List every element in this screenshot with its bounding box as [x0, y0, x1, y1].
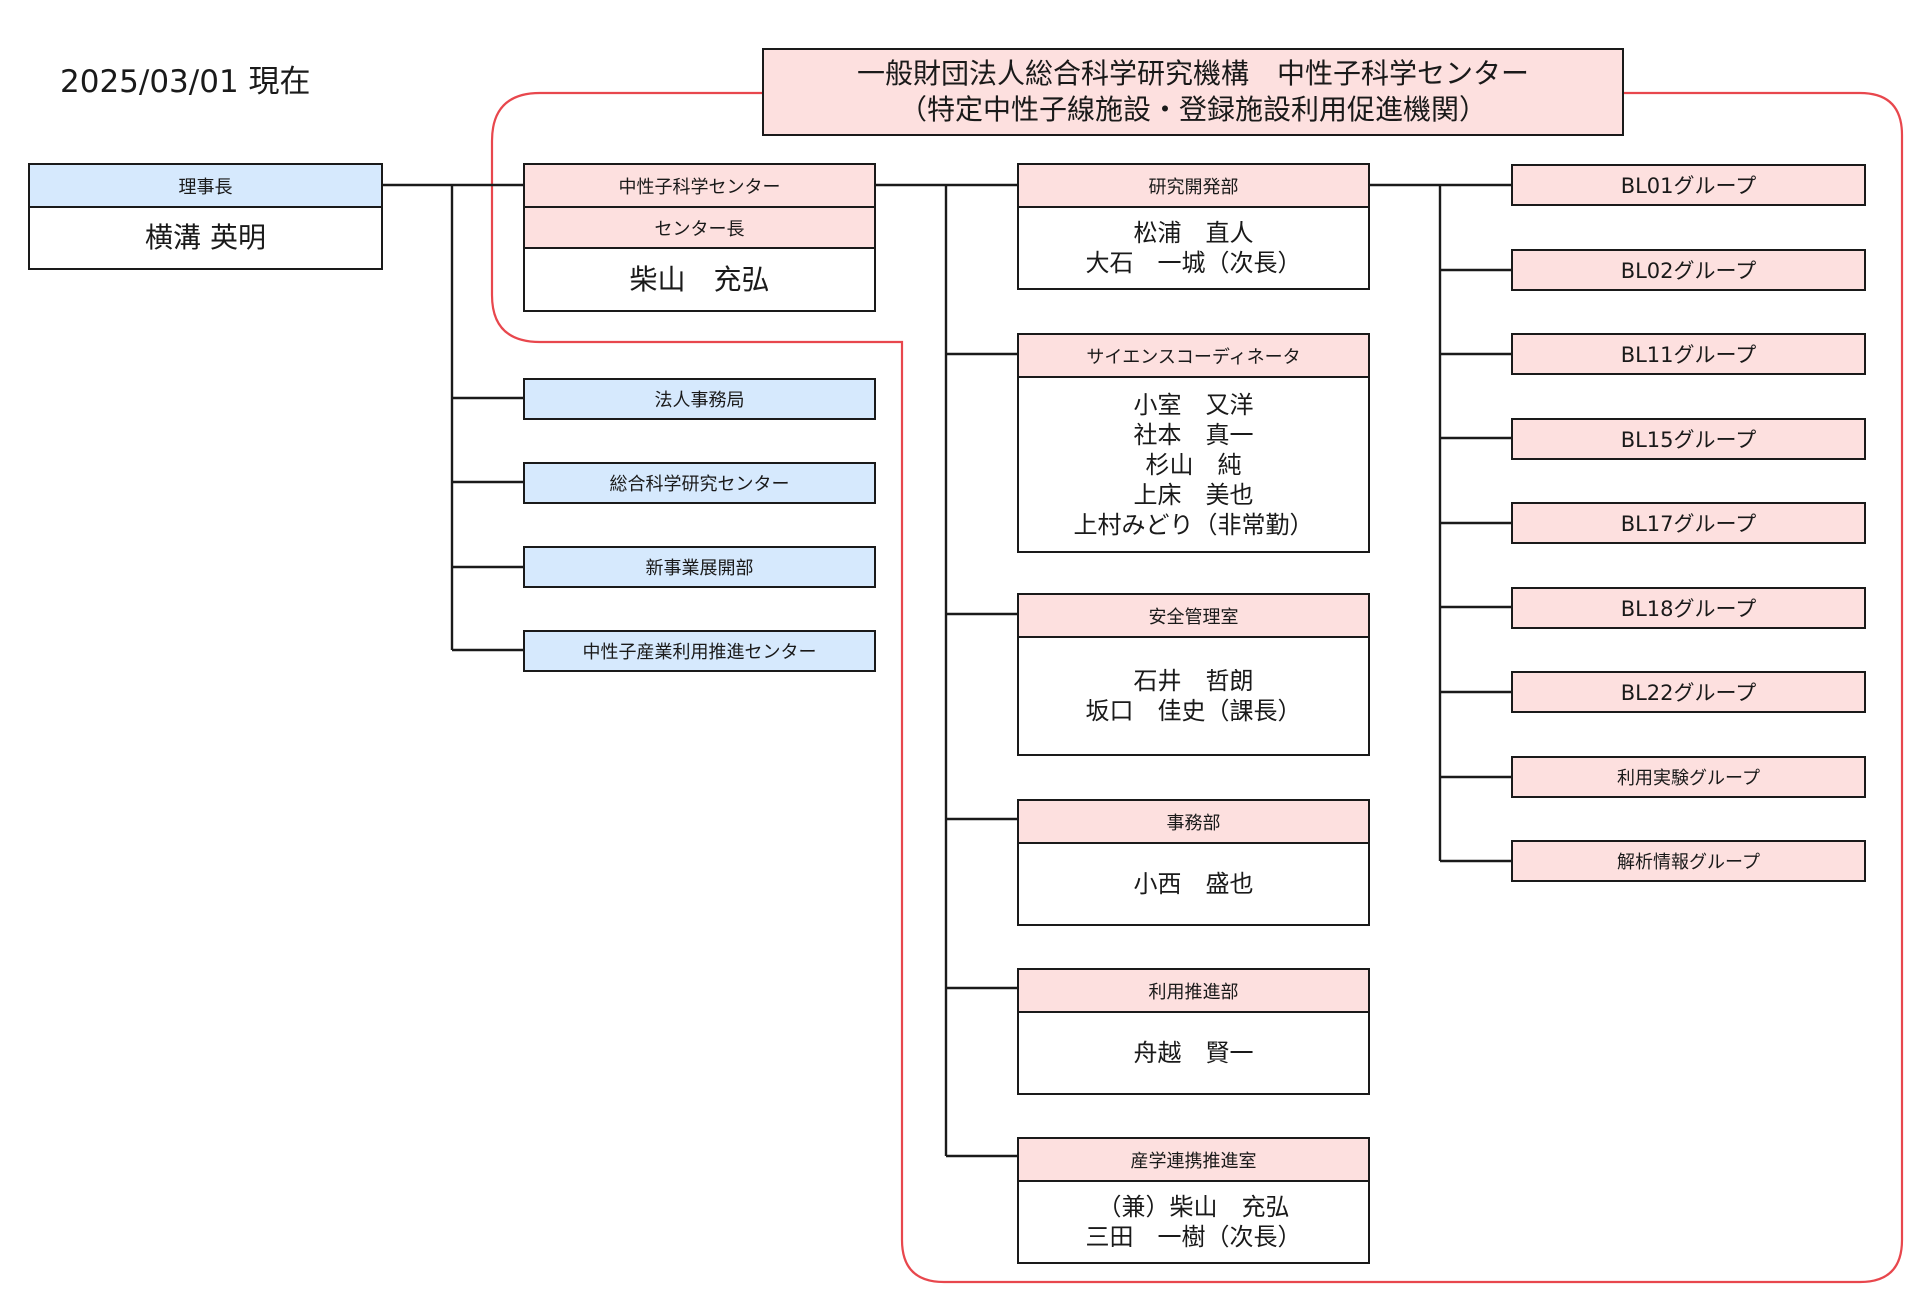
member-name: 坂口 佳史（課長）	[1085, 697, 1302, 725]
member-name: 松浦 直人	[1133, 219, 1254, 247]
group-box: 解析情報グループ	[1511, 840, 1866, 882]
group-box: BL01グループ	[1511, 164, 1866, 206]
center-director-name-text: 柴山 充弘	[629, 262, 770, 296]
group-label: BL02グループ	[1620, 259, 1757, 283]
department-members: 松浦 直人 大石 一城（次長）	[1019, 206, 1368, 288]
member-name: （兼）柴山 充弘	[1097, 1193, 1290, 1221]
department-members: 小室 又洋 社本 真一 杉山 純 上床 美也 上村みどり（非常勤）	[1019, 376, 1368, 551]
group-box: 利用実験グループ	[1511, 756, 1866, 798]
organization-title-line-2: （特定中性子線施設・登録施設利用促進機関）	[898, 93, 1487, 126]
group-box: BL22グループ	[1511, 671, 1866, 713]
group-box: BL11グループ	[1511, 333, 1866, 375]
group-label: BL15グループ	[1620, 428, 1757, 452]
group-label: BL01グループ	[1620, 174, 1757, 198]
member-name: 三田 一樹（次長）	[1085, 1223, 1302, 1251]
member-name: 小西 盛也	[1133, 870, 1254, 898]
group-label: BL17グループ	[1620, 512, 1757, 536]
member-name: 杉山 純	[1145, 450, 1242, 479]
chairman-name-text: 横溝 英明	[145, 221, 266, 254]
department-label: 研究開発部	[1019, 165, 1368, 206]
org-unit-label: 新事業展開部	[645, 558, 754, 579]
group-box: BL02グループ	[1511, 249, 1866, 291]
group-label: 解析情報グループ	[1617, 852, 1760, 873]
department-box: 事務部 小西 盛也	[1017, 799, 1370, 926]
group-box: BL18グループ	[1511, 587, 1866, 629]
org-unit-label: 法人事務局	[654, 390, 745, 411]
center-director-name: 柴山 充弘	[525, 247, 874, 310]
org-unit-box: 総合科学研究センター	[523, 462, 876, 504]
chairman-label: 理事長	[30, 165, 381, 206]
department-members: 小西 盛也	[1019, 842, 1368, 924]
member-name: 舟越 賢一	[1133, 1039, 1254, 1067]
center-director-role: センター長	[525, 206, 874, 247]
department-box: 研究開発部 松浦 直人 大石 一城（次長）	[1017, 163, 1370, 290]
department-box: 安全管理室 石井 哲朗 坂口 佳史（課長）	[1017, 593, 1370, 756]
member-name: 社本 真一	[1133, 420, 1254, 449]
group-box: BL15グループ	[1511, 418, 1866, 460]
connector-lines	[383, 183, 1511, 1158]
member-name: 上村みどり（非常勤）	[1073, 510, 1314, 539]
chairman-name: 横溝 英明	[30, 206, 381, 268]
department-box: サイエンスコーディネータ 小室 又洋 社本 真一 杉山 純 上床 美也 上村みど…	[1017, 333, 1370, 553]
center-label: 中性子科学センター	[525, 165, 874, 206]
department-label: 産学連携推進室	[1019, 1139, 1368, 1180]
org-unit-label: 総合科学研究センター	[609, 474, 790, 495]
department-label: 事務部	[1019, 801, 1368, 842]
department-label: 安全管理室	[1019, 595, 1368, 636]
department-label: 利用推進部	[1019, 970, 1368, 1011]
member-name: 大石 一城（次長）	[1085, 249, 1302, 277]
center-box: 中性子科学センター センター長 柴山 充弘	[523, 163, 876, 312]
department-box: 産学連携推進室 （兼）柴山 充弘 三田 一樹（次長）	[1017, 1137, 1370, 1264]
as-of-date: 2025/03/01 現在	[60, 64, 311, 100]
department-members: （兼）柴山 充弘 三田 一樹（次長）	[1019, 1180, 1368, 1262]
department-label: サイエンスコーディネータ	[1019, 335, 1368, 376]
group-box: BL17グループ	[1511, 502, 1866, 544]
department-box: 利用推進部 舟越 賢一	[1017, 968, 1370, 1095]
department-members: 石井 哲朗 坂口 佳史（課長）	[1019, 636, 1368, 754]
group-label: 利用実験グループ	[1617, 768, 1760, 789]
org-unit-box: 法人事務局	[523, 378, 876, 420]
organization-title: 一般財団法人総合科学研究機構 中性子科学センター （特定中性子線施設・登録施設利…	[762, 48, 1624, 136]
member-name: 小室 又洋	[1133, 390, 1254, 419]
department-members: 舟越 賢一	[1019, 1011, 1368, 1093]
group-label: BL11グループ	[1620, 343, 1757, 367]
organization-title-line-1: 一般財団法人総合科学研究機構 中性子科学センター	[856, 57, 1529, 90]
org-unit-box: 中性子産業利用推進センター	[523, 630, 876, 672]
center-boundary-outline	[490, 91, 1904, 1284]
group-label: BL18グループ	[1620, 597, 1757, 621]
org-unit-box: 新事業展開部	[523, 546, 876, 588]
chairman-box: 理事長 横溝 英明	[28, 163, 383, 270]
org-unit-label: 中性子産業利用推進センター	[582, 642, 817, 663]
member-name: 上床 美也	[1133, 480, 1254, 509]
member-name: 石井 哲朗	[1133, 667, 1254, 695]
group-label: BL22グループ	[1620, 681, 1757, 705]
